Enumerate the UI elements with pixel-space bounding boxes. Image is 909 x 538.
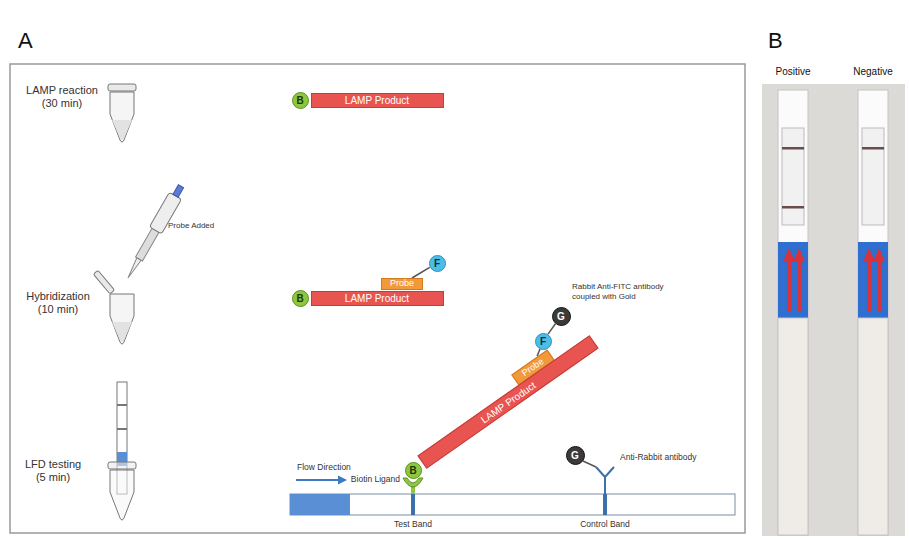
- panel-letter: B: [768, 28, 783, 54]
- sample-end: [778, 318, 808, 535]
- node-text: G: [571, 450, 579, 461]
- gold-circle: G: [566, 446, 585, 465]
- control-band: [603, 494, 607, 515]
- pipette: [122, 183, 187, 282]
- test-band: [411, 494, 415, 515]
- red-arrow: [873, 248, 885, 312]
- strip-label: Positive: [775, 66, 810, 78]
- tube-lid: [108, 84, 136, 91]
- tube-lid: [93, 270, 114, 294]
- node-text: F: [434, 258, 440, 269]
- strip-label: Negative: [853, 66, 892, 78]
- flow-strip: [290, 494, 735, 515]
- flow-arrowhead: [338, 476, 347, 485]
- panel-letter: A: [18, 28, 33, 54]
- band-label: Control Band: [580, 519, 630, 529]
- band-label: Test Band: [394, 519, 432, 529]
- biotin-circle: B: [405, 462, 422, 479]
- panel-frame: [10, 64, 745, 533]
- biotin-circle: B: [292, 92, 309, 109]
- sample-end: [858, 318, 888, 535]
- positive-strip: [778, 90, 808, 535]
- lamp-product-bar: LAMP Product: [311, 93, 444, 108]
- control-line: [862, 147, 884, 150]
- pipette-shaft: [136, 228, 159, 261]
- antibody-label: Anti-Rabbit antibody: [620, 452, 697, 462]
- pipette-plunger: [173, 185, 184, 198]
- node-text: LAMP Product: [345, 95, 409, 106]
- red-arrow: [863, 248, 875, 312]
- negative-strip: [858, 90, 888, 535]
- tube-liquid: [112, 120, 132, 140]
- tube-rim: [108, 462, 136, 469]
- control-line: [782, 147, 804, 150]
- strip-body: [778, 90, 808, 535]
- stem-connector: [412, 267, 430, 278]
- lamp-product-bar: LAMP Product: [311, 291, 444, 306]
- anti-rabbit-antibody: [596, 467, 614, 494]
- biotin-ligand: [403, 478, 423, 487]
- mini-strip-mark: [117, 404, 127, 406]
- flow-arrow: [296, 479, 339, 481]
- node-text: F: [540, 336, 546, 347]
- step-label: LAMP reaction (30 min): [22, 84, 102, 110]
- ligand-label: Biotin Ligand: [351, 474, 400, 484]
- node-text: Probe: [390, 279, 414, 289]
- sample-pad: [290, 494, 350, 515]
- strip-body: [858, 90, 888, 535]
- step-label: Hybridization (10 min): [22, 290, 94, 316]
- tube-body: [110, 92, 134, 142]
- biotin-circle: B: [292, 290, 309, 307]
- test-line: [782, 206, 804, 209]
- antibody-label: Rabbit Anti-FITC antibody coupled with G…: [572, 282, 680, 301]
- blue-section: [778, 242, 808, 318]
- fitc-circle: F: [535, 333, 552, 350]
- photo-ground: [762, 84, 905, 536]
- closed-tube: [108, 84, 136, 142]
- mini-strip-mark: [117, 428, 127, 430]
- node-text: B: [296, 95, 303, 106]
- tube-lid-cap: [93, 270, 114, 294]
- red-arrow: [793, 248, 805, 312]
- fitc-circle: F: [429, 255, 446, 272]
- stem-connector: [548, 324, 555, 334]
- node-text: LAMP Product: [479, 379, 538, 425]
- pipette-tip: [126, 258, 141, 280]
- blue-section: [858, 242, 888, 318]
- strip-window: [862, 128, 884, 225]
- tube-body: [110, 294, 134, 344]
- strip-window: [782, 128, 804, 225]
- node-text: LAMP Product: [345, 293, 409, 304]
- open-tube: [93, 270, 134, 344]
- node-text: G: [557, 311, 565, 322]
- antibody-link: [583, 461, 596, 467]
- tube-liquid: [112, 322, 132, 342]
- gold-circle: G: [552, 307, 571, 326]
- node-text: B: [409, 465, 416, 476]
- pipette-label: Probe Added: [168, 221, 214, 231]
- probe-box: Probe: [381, 278, 423, 290]
- flow-label: Flow Direction: [297, 462, 351, 472]
- node-text: B: [296, 293, 303, 304]
- strip-in-tube: [108, 382, 136, 520]
- step-label: LFD testing (5 min): [22, 458, 84, 484]
- red-arrow: [783, 248, 795, 312]
- tube-body: [110, 470, 134, 520]
